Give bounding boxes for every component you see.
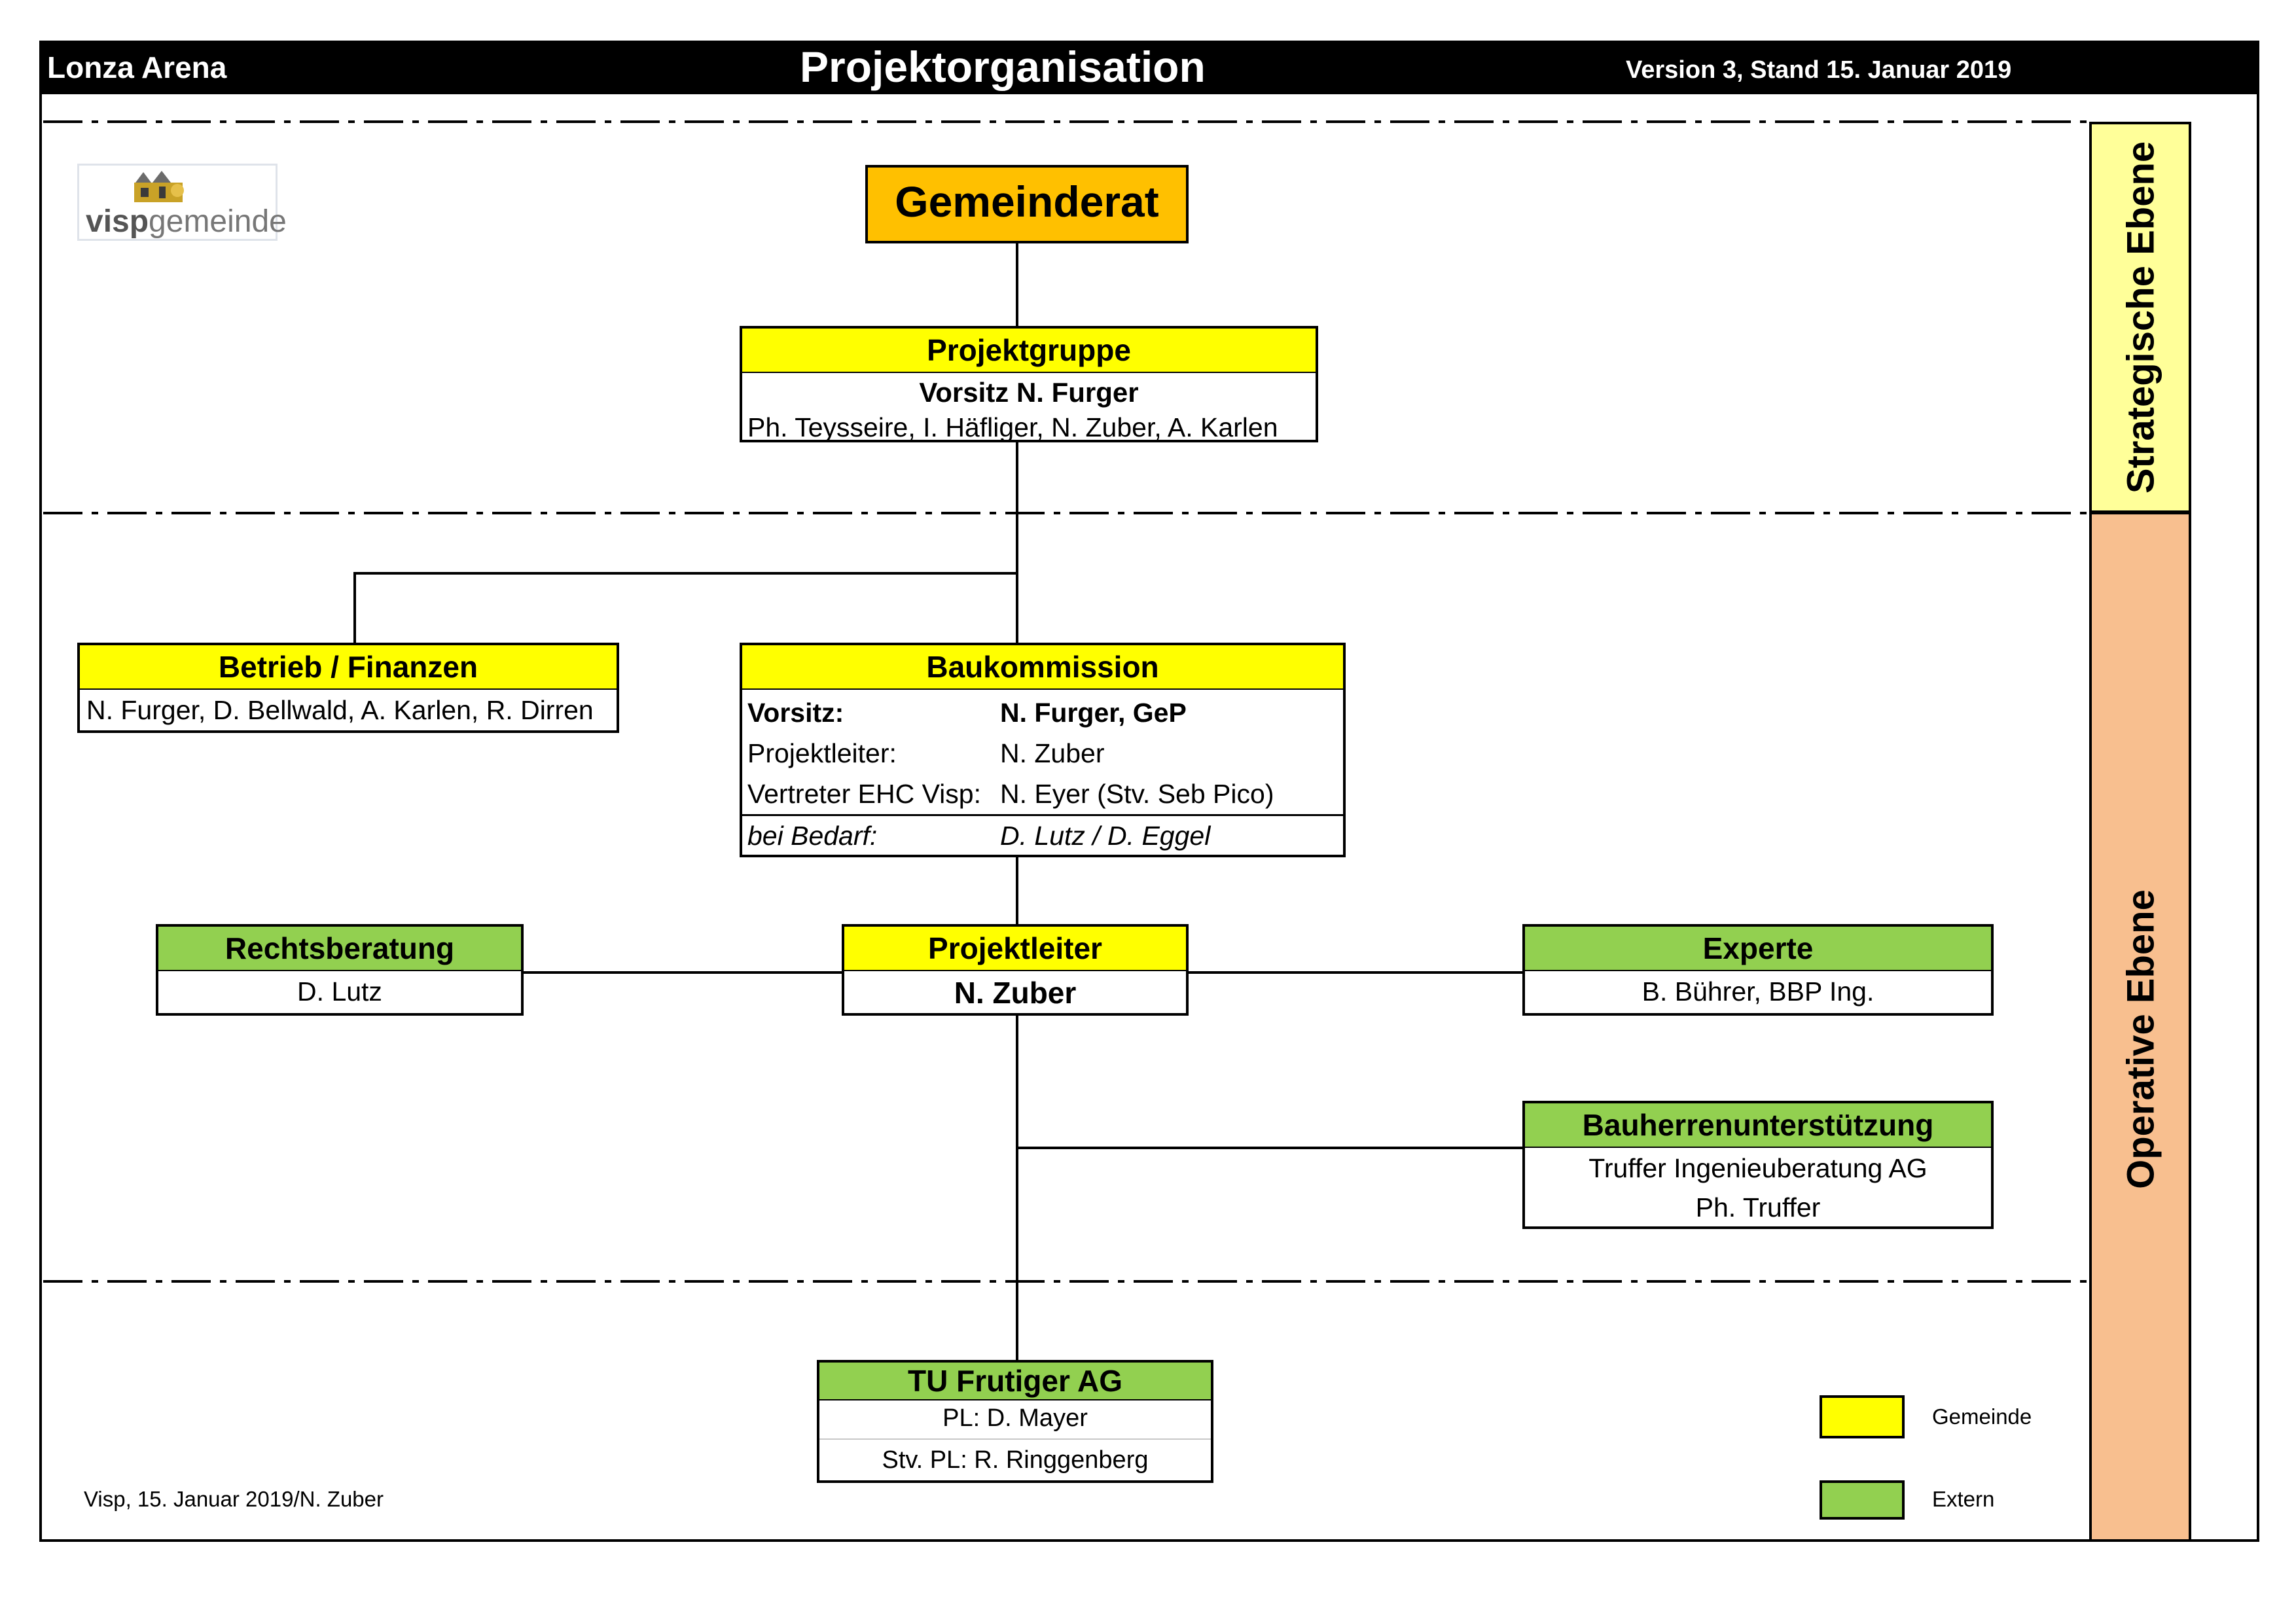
experte-title: Experte <box>1525 927 1991 971</box>
betrieb-finanzen-title: Betrieb / Finanzen <box>80 645 617 690</box>
legend-label-extern: Extern <box>1932 1487 1995 1511</box>
connector <box>1016 856 1018 925</box>
logo-text-b: gemeinde <box>149 204 287 239</box>
betrieb-finanzen-box: Betrieb / Finanzen N. Furger, D. Bellwal… <box>77 643 619 733</box>
connector <box>353 572 356 644</box>
projektgruppe-members: Ph. Teysseire, I. Häfliger, N. Zuber, A.… <box>747 412 1278 442</box>
tu-frutiger-divider <box>819 1438 1211 1440</box>
legend-swatch-extern <box>1820 1480 1905 1520</box>
logo-text-a: visp <box>86 204 149 239</box>
baukommission-title: Baukommission <box>742 645 1343 690</box>
logo-text: vispgemeinde <box>86 204 287 240</box>
coat-of-arms-icon <box>134 171 184 202</box>
strategic-label-wrap: Strategische Ebene <box>2111 122 2170 513</box>
baukommission-row-label: Vertreter EHC Visp: <box>747 779 981 809</box>
rechtsberatung-box: Rechtsberatung D. Lutz <box>156 924 524 1016</box>
tu-frutiger-box: TU Frutiger AG PL: D. Mayer Stv. PL: R. … <box>817 1360 1213 1483</box>
baukommission-row-value: N. Furger, GeP <box>1000 698 1187 728</box>
visp-logo: vispgemeinde <box>77 164 287 241</box>
tu-frutiger-line: PL: D. Mayer <box>942 1404 1088 1432</box>
connector <box>1016 1147 1525 1149</box>
bauherrenunterstuetzung-line: Ph. Truffer <box>1695 1192 1821 1222</box>
bauherrenunterstuetzung-box: Bauherrenunterstützung Truffer Ingenieub… <box>1522 1101 1994 1229</box>
projektleiter-title: Projektleiter <box>844 927 1186 971</box>
connector <box>1016 441 1018 644</box>
experte-box: Experte B. Bührer, BBP Ing. <box>1522 924 1994 1016</box>
projektleiter-box: Projektleiter N. Zuber <box>842 924 1189 1016</box>
tu-frutiger-title: TU Frutiger AG <box>819 1363 1211 1400</box>
projektleiter-member: N. Zuber <box>954 976 1077 1010</box>
baukommission-divider <box>742 814 1343 816</box>
connector <box>353 572 1018 575</box>
bauherrenunterstuetzung-line: Truffer Ingenieuberatung AG <box>1588 1153 1928 1183</box>
projektgruppe-title: Projektgruppe <box>742 329 1316 373</box>
gemeinderat-title: Gemeinderat <box>895 177 1159 226</box>
connector <box>1016 242 1018 327</box>
connector <box>1187 971 1525 974</box>
operative-level-band <box>2089 512 2191 1542</box>
operative-level-label: Operative Ebene <box>2119 889 2162 1189</box>
rechtsberatung-member: D. Lutz <box>297 976 382 1007</box>
gemeinderat-box: Gemeinderat <box>865 165 1189 243</box>
strategic-level-label: Strategische Ebene <box>2119 141 2162 494</box>
baukommission-row-label: Projektleiter: <box>747 738 897 768</box>
baukommission-extra-value: D. Lutz / D. Eggel <box>1000 821 1211 851</box>
rechtsberatung-title: Rechtsberatung <box>158 927 521 971</box>
experte-member: B. Bührer, BBP Ing. <box>1641 976 1874 1007</box>
title-bar: Lonza Arena Projektorganisation Version … <box>41 42 2258 94</box>
projektgruppe-box: Projektgruppe Vorsitz N. Furger Ph. Teys… <box>740 326 1318 442</box>
baukommission-box: Baukommission Vorsitz: N. Furger, GeP Pr… <box>740 643 1346 857</box>
connector <box>1016 1014 1018 1363</box>
tu-frutiger-line: Stv. PL: R. Ringgenberg <box>882 1446 1149 1474</box>
operative-label-wrap: Operative Ebene <box>2111 512 2170 1542</box>
legend-swatch-gemeinde <box>1820 1395 1905 1438</box>
baukommission-extra-label: bei Bedarf: <box>747 821 878 851</box>
legend-label-gemeinde: Gemeinde <box>1932 1404 2032 1429</box>
project-name: Lonza Arena <box>47 50 227 84</box>
betrieb-finanzen-members: N. Furger, D. Bellwald, A. Karlen, R. Di… <box>86 695 594 725</box>
baukommission-row-value: N. Eyer (Stv. Seb Pico) <box>1000 779 1274 809</box>
strategic-level-band <box>2089 122 2191 513</box>
page-title: Projektorganisation <box>800 43 1206 91</box>
footer-note: Visp, 15. Januar 2019/N. Zuber <box>84 1487 384 1511</box>
bauherrenunterstuetzung-title: Bauherrenunterstützung <box>1525 1103 1991 1148</box>
version-label: Version 3, Stand 15. Januar 2019 <box>1626 56 2012 84</box>
connector <box>522 971 843 974</box>
baukommission-row-label: Vorsitz: <box>747 698 844 728</box>
baukommission-row-value: N. Zuber <box>1000 738 1105 768</box>
projektgruppe-chair: Vorsitz N. Furger <box>919 377 1139 408</box>
